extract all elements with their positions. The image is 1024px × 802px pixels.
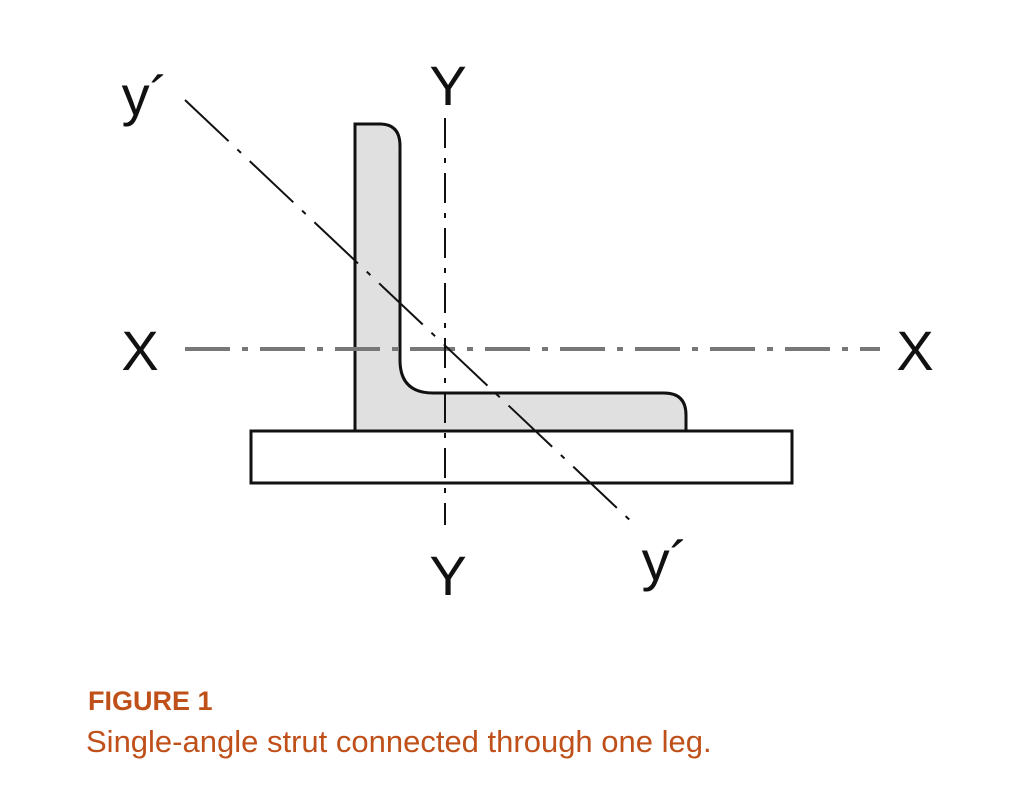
y-prime-top-label: y´ <box>122 64 169 127</box>
y-bottom-label: Y <box>429 544 466 607</box>
gusset-plate <box>249 429 794 485</box>
y-top-label: Y <box>429 54 466 117</box>
y-prime-axis-line <box>184 99 636 526</box>
figure-number: FIGURE 1 <box>88 686 213 716</box>
x-left-label: X <box>121 319 158 382</box>
y-prime-bottom-label: y´ <box>642 529 689 592</box>
single-angle-section <box>353 122 688 433</box>
x-right-label: X <box>896 319 933 382</box>
figure-caption: Single-angle strut connected through one… <box>86 724 712 759</box>
